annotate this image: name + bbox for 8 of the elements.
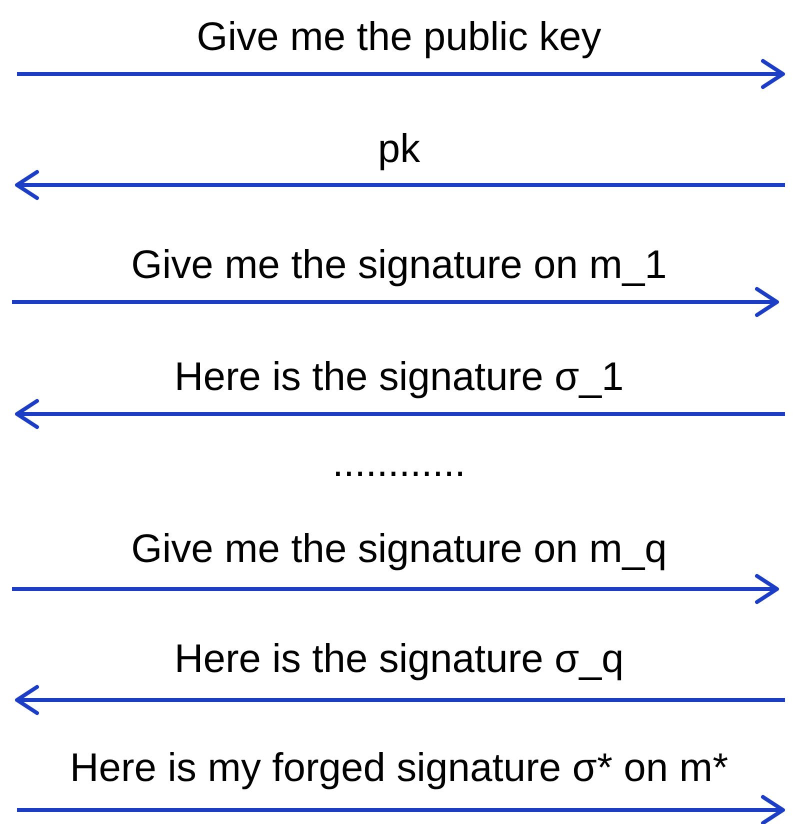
message-label: Here is the signature σ_1 xyxy=(174,355,624,399)
message-label: Give me the signature on m_1 xyxy=(131,243,667,287)
message-label: Give me the public key xyxy=(196,15,602,59)
message-label: Give me the signature on m_q xyxy=(131,527,667,571)
ellipsis-dots: ............ xyxy=(332,441,466,485)
message-label: Here is the signature σ_q xyxy=(174,637,624,681)
message-label: Here is my forged signature σ* on m* xyxy=(70,746,728,790)
message-label: pk xyxy=(378,127,420,171)
